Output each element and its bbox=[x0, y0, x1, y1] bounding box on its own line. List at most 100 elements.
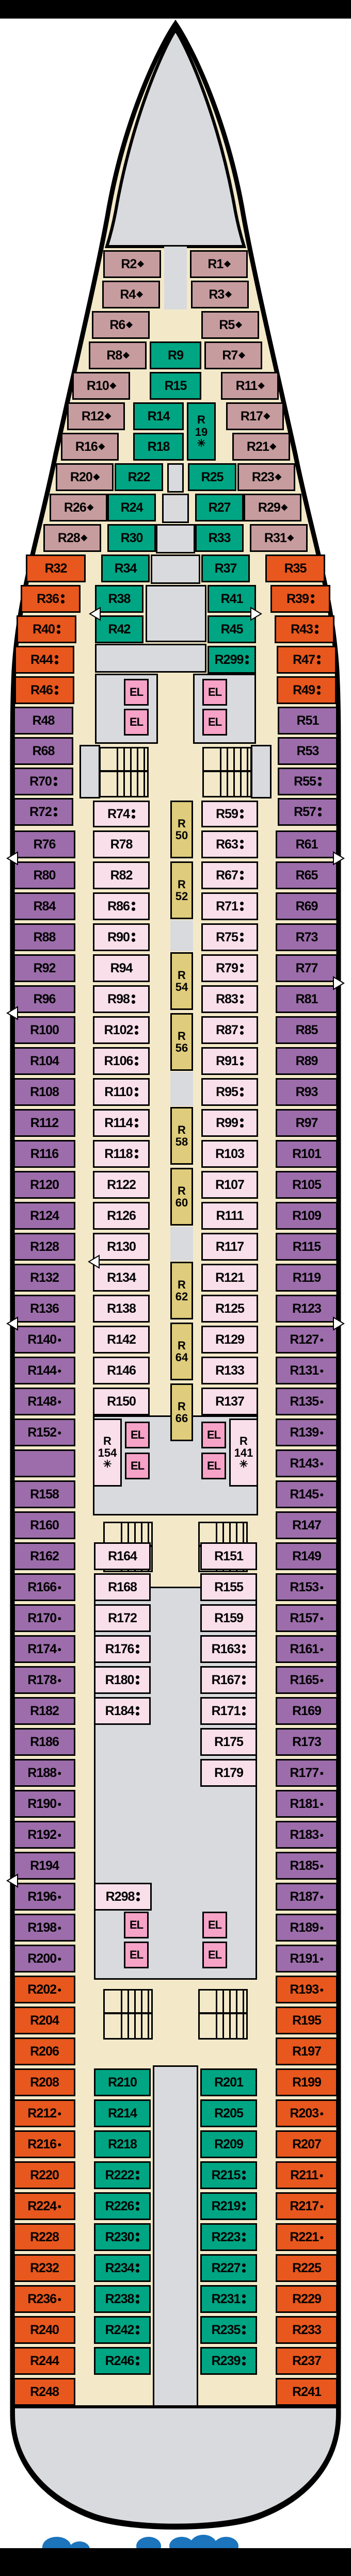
cabin-R197[interactable]: R197 bbox=[276, 2037, 338, 2065]
cabin-R33[interactable]: R33 bbox=[195, 524, 244, 552]
cabin-R239[interactable]: R239 bbox=[200, 2347, 257, 2375]
cabin-R230[interactable]: R230 bbox=[94, 2223, 151, 2251]
cabin-R70[interactable]: R70 bbox=[13, 768, 73, 795]
cabin-R99[interactable]: R99 bbox=[201, 1109, 258, 1137]
cabin-R160[interactable]: R160 bbox=[13, 1511, 75, 1539]
cabin-R102[interactable]: R102 bbox=[93, 1016, 150, 1044]
cabin-R124[interactable]: R124 bbox=[13, 1202, 75, 1230]
cabin-R90[interactable]: R90 bbox=[93, 923, 150, 951]
cabin-R71[interactable]: R71 bbox=[201, 892, 258, 920]
cabin-R138[interactable]: R138 bbox=[93, 1295, 150, 1323]
cabin-R30[interactable]: R30 bbox=[107, 524, 156, 552]
cabin-R192[interactable]: R192● bbox=[13, 1821, 75, 1849]
cabin-R220[interactable]: R220 bbox=[13, 2161, 75, 2189]
cabin-R238[interactable]: R238 bbox=[94, 2285, 151, 2313]
cabin-R132[interactable]: R132 bbox=[13, 1264, 75, 1292]
cabin-R236[interactable]: R236● bbox=[13, 2285, 75, 2313]
cabin-R118[interactable]: R118 bbox=[93, 1140, 150, 1168]
cabin-R63[interactable]: R63 bbox=[201, 830, 258, 858]
cabin-R165[interactable]: R165● bbox=[276, 1666, 338, 1694]
cabin-R147[interactable]: R147 bbox=[276, 1511, 338, 1539]
cabin-R244[interactable]: R244 bbox=[13, 2347, 75, 2375]
cabin-R228[interactable]: R228 bbox=[13, 2223, 75, 2251]
cabin-R125[interactable]: R125 bbox=[201, 1295, 258, 1323]
cabin-R159[interactable]: R159 bbox=[200, 1604, 257, 1632]
cabin-R227[interactable]: R227 bbox=[200, 2254, 257, 2282]
cabin-R190[interactable]: R190● bbox=[13, 1790, 75, 1818]
cabin-R22[interactable]: R22 bbox=[115, 463, 163, 491]
cabin-R5[interactable]: R5◆ bbox=[201, 311, 259, 339]
cabin-R203[interactable]: R203● bbox=[276, 2099, 338, 2127]
cabin-R2[interactable]: R2◆ bbox=[103, 250, 161, 278]
cabin-blank[interactable] bbox=[13, 1449, 75, 1477]
cabin-R180[interactable]: R180 bbox=[94, 1666, 151, 1694]
cabin-R39[interactable]: R39 bbox=[270, 585, 330, 613]
cabin-R65[interactable]: R65 bbox=[276, 861, 338, 889]
cabin-R15[interactable]: R15 bbox=[150, 372, 201, 400]
cabin-R191[interactable]: R191● bbox=[276, 1945, 338, 1972]
cabin-R202[interactable]: R202● bbox=[13, 1976, 75, 2003]
cabin-R209[interactable]: R209 bbox=[200, 2130, 257, 2158]
cabin-R151[interactable]: R151 bbox=[200, 1542, 257, 1570]
cabin-R37[interactable]: R37 bbox=[201, 555, 250, 582]
cabin-R107[interactable]: R107 bbox=[201, 1171, 258, 1199]
cabin-R135[interactable]: R135● bbox=[276, 1388, 338, 1415]
cabin-R83[interactable]: R83 bbox=[201, 985, 258, 1013]
cabin-R21[interactable]: R21◆ bbox=[232, 433, 290, 461]
cabin-R187[interactable]: R187● bbox=[276, 1883, 338, 1911]
cabin-R121[interactable]: R121 bbox=[201, 1264, 258, 1292]
cabin-R122[interactable]: R122 bbox=[93, 1171, 150, 1199]
cabin-R164[interactable]: R164 bbox=[94, 1542, 151, 1570]
cabin-R168[interactable]: R168 bbox=[94, 1573, 151, 1601]
cabin-R23[interactable]: R23◆ bbox=[237, 463, 295, 491]
cabin-R155[interactable]: R155 bbox=[200, 1573, 257, 1601]
cabin-R248[interactable]: R248 bbox=[13, 2378, 75, 2406]
cabin-R108[interactable]: R108 bbox=[13, 1078, 75, 1106]
cabin-R81[interactable]: R81 bbox=[276, 985, 338, 1013]
cabin-R183[interactable]: R183● bbox=[276, 1821, 338, 1849]
cabin-R8[interactable]: R8◆ bbox=[89, 341, 147, 369]
cabin-R31[interactable]: R31◆ bbox=[250, 524, 308, 552]
cabin-R116[interactable]: R116 bbox=[13, 1140, 75, 1168]
cabin-R44[interactable]: R44 bbox=[14, 646, 74, 674]
cabin-R117[interactable]: R117 bbox=[201, 1233, 258, 1261]
cabin-R210[interactable]: R210 bbox=[94, 2068, 151, 2096]
cabin-R224[interactable]: R224● bbox=[13, 2192, 75, 2220]
cabin-R55[interactable]: R55 bbox=[278, 768, 338, 795]
cabin-R24[interactable]: R24 bbox=[107, 494, 156, 521]
cabin-R46[interactable]: R46 bbox=[14, 676, 74, 704]
cabin-R198[interactable]: R198● bbox=[13, 1914, 75, 1942]
cabin-R89[interactable]: R89 bbox=[276, 1047, 338, 1075]
cabin-R299[interactable]: R299 bbox=[208, 646, 256, 674]
cabin-R137[interactable]: R137 bbox=[201, 1388, 258, 1415]
cabin-R94[interactable]: R94 bbox=[93, 954, 150, 982]
cabin-R43[interactable]: R43 bbox=[275, 615, 334, 643]
cabin-R17[interactable]: R17◆ bbox=[226, 402, 284, 430]
cabin-R194[interactable]: R194 bbox=[13, 1852, 75, 1880]
cabin-R75[interactable]: R75 bbox=[201, 923, 258, 951]
cabin-R128[interactable]: R128 bbox=[13, 1233, 75, 1261]
cabin-R231[interactable]: R231 bbox=[200, 2285, 257, 2313]
cabin-R49[interactable]: R49 bbox=[277, 676, 337, 704]
cabin-R119[interactable]: R119 bbox=[276, 1264, 338, 1292]
cabin-R112[interactable]: R112 bbox=[13, 1109, 75, 1137]
cabin-R123[interactable]: R123 bbox=[276, 1295, 338, 1323]
cabin-R61[interactable]: R61 bbox=[276, 830, 338, 858]
cabin-R217[interactable]: R217● bbox=[276, 2192, 338, 2220]
cabin-R207[interactable]: R207 bbox=[276, 2130, 338, 2158]
cabin-R225[interactable]: R225 bbox=[276, 2254, 338, 2282]
cabin-R229[interactable]: R229 bbox=[276, 2285, 338, 2313]
cabin-R109[interactable]: R109 bbox=[276, 1202, 338, 1230]
cabin-R189[interactable]: R189● bbox=[276, 1914, 338, 1942]
cabin-R216[interactable]: R216● bbox=[13, 2130, 75, 2158]
cabin-R222[interactable]: R222 bbox=[94, 2161, 151, 2189]
cabin-R78[interactable]: R78 bbox=[93, 830, 150, 858]
cabin-R57[interactable]: R57 bbox=[278, 798, 338, 826]
cabin-R79[interactable]: R79 bbox=[201, 954, 258, 982]
cabin-R29[interactable]: R29◆ bbox=[244, 494, 301, 521]
cabin-R47[interactable]: R47 bbox=[277, 646, 337, 674]
